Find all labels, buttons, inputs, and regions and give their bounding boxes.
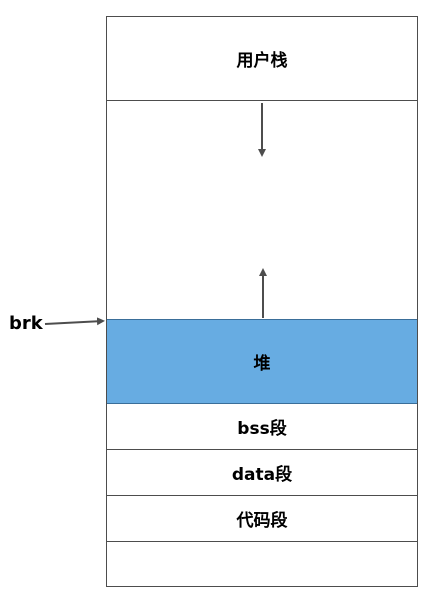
- brk-pointer-label: brk: [9, 313, 43, 334]
- free-space-region: [107, 101, 417, 319]
- user-stack-segment: 用户栈: [107, 17, 417, 101]
- brk-pointer-arrow: [44, 317, 105, 326]
- bss-label: bss段: [237, 419, 287, 439]
- bss-segment: bss段: [107, 404, 417, 450]
- memory-layout-box: 用户栈 堆 bss段 data段 代码段: [106, 16, 418, 587]
- heap-label: 堆: [253, 354, 271, 374]
- user-stack-label: 用户栈: [236, 51, 288, 71]
- code-label: 代码段: [236, 511, 288, 531]
- data-label: data段: [231, 465, 293, 485]
- reserved-bottom-segment: [107, 542, 417, 586]
- code-segment: 代码段: [107, 496, 417, 542]
- data-segment: data段: [107, 450, 417, 496]
- heap-segment: 堆: [107, 319, 417, 404]
